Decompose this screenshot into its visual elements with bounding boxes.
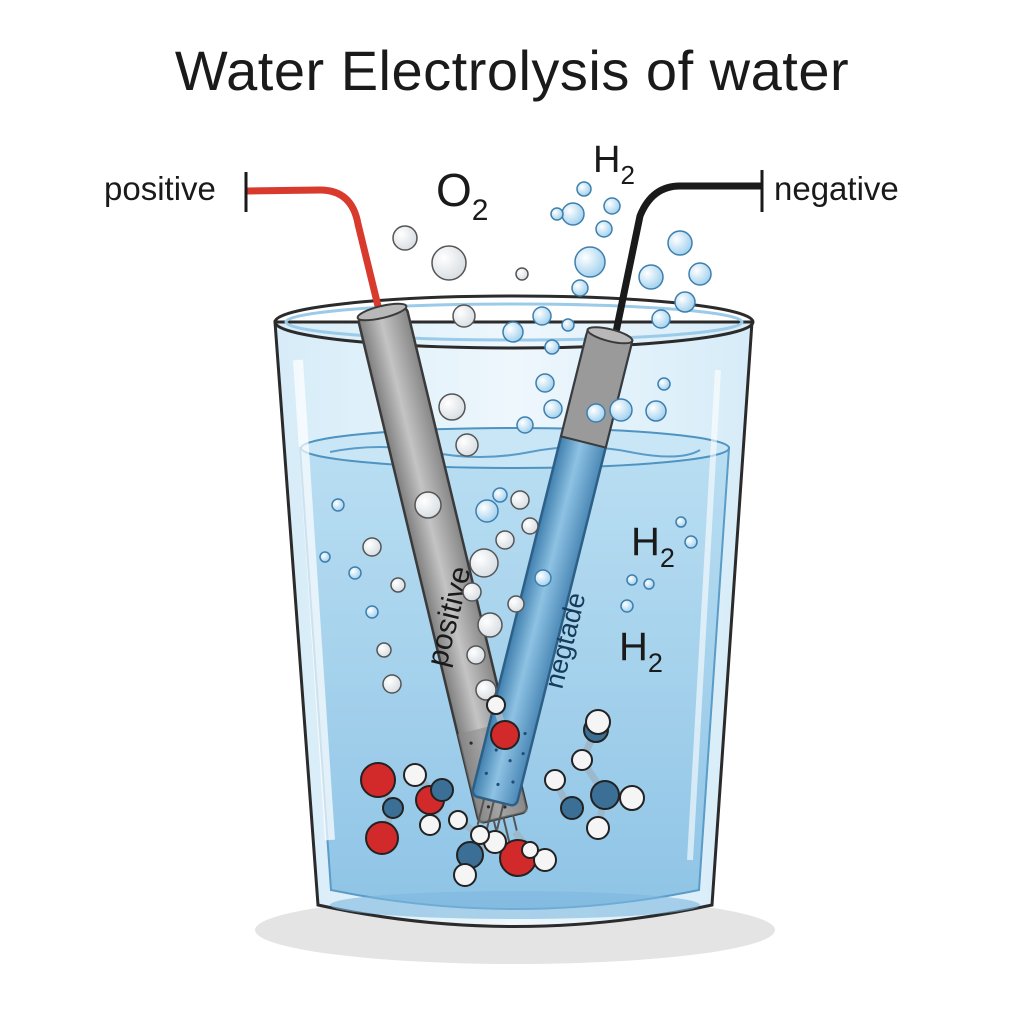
hydrogen-atom [403,763,427,787]
bubble [382,674,402,694]
bubble [674,291,696,313]
bubble [348,566,362,580]
bubble [684,535,698,549]
glass-reflection-right [687,369,721,861]
hydrogen-atom [486,695,506,715]
hydrogen-label-top: H2 [593,139,635,190]
oxygen-atom [360,762,396,798]
bubble [365,605,379,619]
bubble [466,645,486,665]
bubble [390,577,406,593]
oxygen-atom [490,720,520,750]
bubble [638,264,664,290]
bubble [495,530,515,550]
bubble [561,318,575,332]
hydrogen-atom [453,863,477,887]
molecule-atom [590,780,620,810]
glass-rim [273,294,755,350]
bubble [543,399,563,419]
hydrogen-atom [544,769,566,791]
bubble [515,267,529,281]
bubble [586,403,606,423]
bubble [331,498,345,512]
bubble [535,373,555,393]
bubble [455,433,479,457]
bubble [675,516,687,528]
hydrogen-atom [571,749,593,771]
bubble [507,595,525,613]
bubble [595,220,613,238]
positive-wire [244,186,382,310]
bubble [462,582,482,602]
molecule-atom [560,796,584,820]
bubble [475,679,497,701]
bubble [392,225,418,251]
hydrogen-atom [419,814,441,836]
cathode-electrode [471,326,634,832]
bubble [477,612,503,638]
bubble [438,393,466,421]
bubble [620,599,634,613]
bubble [688,262,712,286]
hydrogen-atom [586,816,610,840]
bubble [609,398,633,422]
oxygen-atom [365,821,399,855]
bubble [544,339,560,355]
molecule-atom [382,797,404,819]
glass-reflection-left [293,359,335,841]
gas-bubbles [319,181,712,701]
hydrogen-label-low: H2 [619,625,663,678]
hydrogen-atom [619,785,645,811]
diagram-title: Water Electrolysis of water [174,39,850,102]
bubble [571,279,589,297]
hydrogen-atom [521,841,539,859]
bubble [431,245,467,281]
bubble [626,574,638,586]
glass-base [330,891,700,919]
bubble [561,202,585,226]
hydrogen-label-mid: H2 [631,520,675,573]
bubble [414,491,442,519]
bubble [452,304,476,328]
bubble [469,548,499,578]
bubble [319,551,331,563]
hydrogen-atom [585,709,611,735]
bubble [643,578,655,590]
bubble [475,499,499,523]
bubble [492,487,508,503]
bubble [574,246,606,278]
bubble [550,207,564,221]
bubble [651,309,671,329]
bubble [521,517,539,535]
bubble [645,400,667,422]
bubble [516,416,534,434]
hydrogen-atom [448,810,468,830]
bubble [502,321,524,343]
hydrogen-atom [470,825,490,845]
bubble [510,490,530,510]
bubble [657,377,671,391]
bubble [576,181,592,197]
negative-wire [612,182,764,336]
hydrogen-atom [533,848,557,872]
positive-terminal-label: positive [104,170,216,207]
bubble [534,569,552,587]
bubble [532,306,552,326]
bubble [376,642,392,658]
molecule-atom [430,778,454,802]
oxygen-label: O2 [436,164,488,227]
bubble [603,197,621,215]
negative-terminal-label: negative [774,170,899,207]
water-molecules [360,695,645,887]
bubble [362,537,382,557]
bubble [667,230,693,256]
